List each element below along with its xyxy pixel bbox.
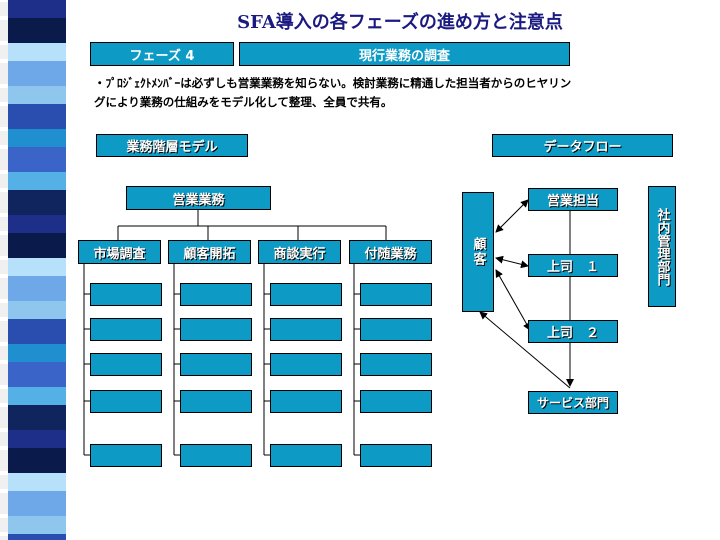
description-line-1: ・ﾌﾟﾛｼﾞｪｸﾄﾒﾝﾊﾞｰは必ずしも営業業務を知らない。検討業務に精通した担当…	[94, 76, 572, 90]
boss-2-node: 上司 ２	[528, 320, 618, 343]
task-cell	[90, 353, 162, 376]
task-cell	[270, 444, 342, 467]
column-ancillary: 付随業務	[349, 240, 432, 264]
task-cell	[180, 444, 252, 467]
task-cell	[270, 390, 342, 413]
task-cell	[180, 318, 252, 341]
task-cell	[180, 283, 252, 306]
task-cell	[180, 390, 252, 413]
task-cell	[270, 318, 342, 341]
task-cell	[360, 353, 432, 376]
column-market-research: 市場調査	[78, 240, 161, 264]
hierarchy-model-heading: 業務階層モデル	[96, 134, 248, 157]
page-title: SFA導入の各フェーズの進め方と注意点	[237, 12, 563, 33]
phase-name: 現行業務の調査	[239, 42, 570, 66]
column-negotiation: 商談実行	[258, 240, 341, 264]
task-cell	[360, 390, 432, 413]
description: ・ﾌﾟﾛｼﾞｪｸﾄﾒﾝﾊﾞｰは必ずしも営業業務を知らない。検討業務に精通した担当…	[94, 74, 694, 112]
service-dept-node: サービス部門	[528, 391, 618, 414]
phase-label: フェーズ 4	[90, 42, 234, 66]
task-cell	[90, 444, 162, 467]
sales-rep-node: 営業担当	[528, 188, 618, 211]
decorative-strip	[0, 0, 66, 540]
description-line-2: グにより業務の仕組みをモデル化して整理、全員で共有。	[94, 95, 393, 109]
task-cell	[90, 283, 162, 306]
task-cell	[360, 283, 432, 306]
column-customer-development: 顧客開拓	[168, 240, 251, 264]
task-cell	[90, 390, 162, 413]
dataflow-heading: データフロー	[492, 134, 673, 157]
task-cell	[360, 318, 432, 341]
hierarchy-root-sales: 営業業務	[126, 186, 271, 210]
task-cell	[270, 353, 342, 376]
task-cell	[360, 444, 432, 467]
internal-admin-node: 社内管理部門	[648, 186, 676, 307]
customer-node: 顧客	[462, 192, 494, 312]
boss-1-node: 上司 １	[528, 254, 618, 277]
task-cell	[180, 353, 252, 376]
task-cell	[90, 318, 162, 341]
task-cell	[270, 283, 342, 306]
